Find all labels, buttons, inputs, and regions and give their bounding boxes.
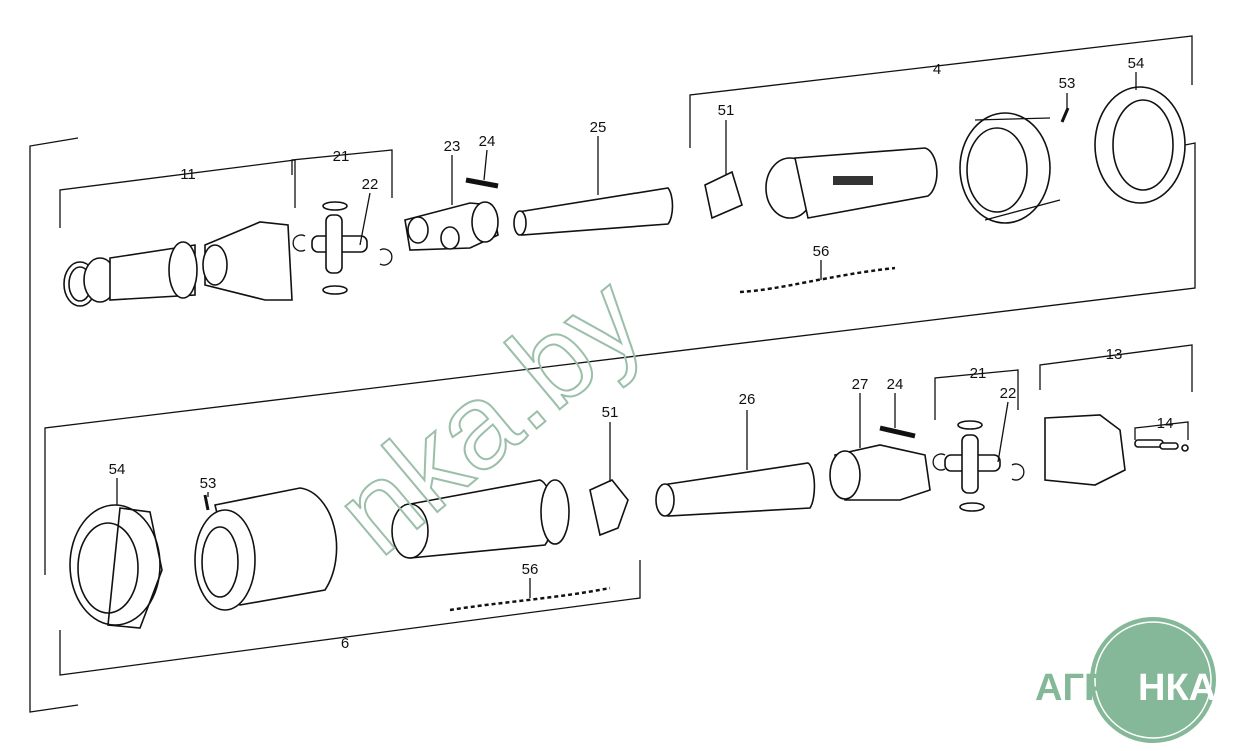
callout-22: 22 [1000, 385, 1017, 402]
callout-21: 21 [970, 365, 987, 382]
callout-54: 54 [109, 461, 126, 478]
callout-27: 27 [852, 376, 869, 393]
callout-51: 51 [718, 102, 735, 119]
callout-56: 56 [522, 561, 539, 578]
callout-14: 14 [1157, 415, 1174, 432]
callout-24: 24 [887, 376, 904, 393]
callout-26: 26 [739, 391, 756, 408]
leader-lines [116, 72, 1137, 598]
callout-21: 21 [333, 148, 350, 165]
frame-lines [29, 35, 1196, 713]
group-label-6: 6 [341, 635, 349, 652]
callout-56: 56 [813, 243, 830, 260]
callouts-upper: 4 11 21 22 23 24 25 51 53 54 56 [180, 55, 1144, 260]
lower-parts [69, 414, 1189, 629]
upper-parts [63, 86, 1186, 307]
callout-53: 53 [200, 475, 217, 492]
agronka-logo: АГРО НКА [1035, 617, 1216, 743]
callout-13: 13 [1106, 346, 1123, 363]
callout-51: 51 [602, 404, 619, 421]
callout-53: 53 [1059, 75, 1076, 92]
logo-text-right: НКА [1138, 667, 1216, 709]
group-label-4: 4 [933, 61, 941, 78]
callouts-lower: 6 54 53 51 56 26 27 24 21 22 13 14 [109, 346, 1174, 652]
callout-24: 24 [479, 133, 496, 150]
callout-25: 25 [590, 119, 607, 136]
logo-text-left: АГРО [1035, 667, 1138, 709]
callout-23: 23 [444, 138, 461, 155]
callout-54: 54 [1128, 55, 1145, 72]
callout-11: 11 [180, 166, 196, 183]
callout-22: 22 [362, 176, 379, 193]
